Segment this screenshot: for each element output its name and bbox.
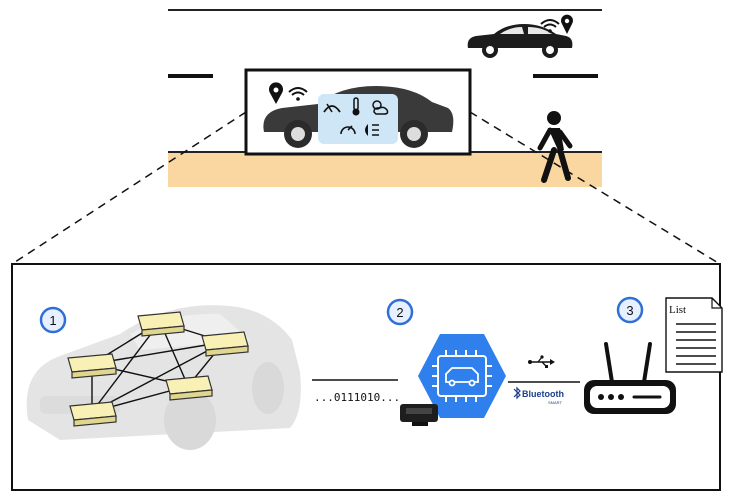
zoom-line-right bbox=[469, 111, 721, 265]
bluetooth-logo: Bluetooth SMART bbox=[513, 386, 564, 405]
obd-connector-icon bbox=[400, 404, 438, 426]
list-document-icon: List bbox=[665, 297, 723, 373]
step-badge-number: 2 bbox=[396, 305, 403, 320]
speedometer-icon bbox=[340, 125, 356, 135]
wifi-icon bbox=[540, 19, 560, 33]
detail-panel bbox=[11, 263, 721, 491]
vehicle-ecu-network bbox=[26, 305, 301, 450]
ecu-node bbox=[165, 375, 213, 401]
thermometer-icon bbox=[352, 97, 360, 116]
zoom-line-left bbox=[11, 111, 247, 265]
list-label: List bbox=[669, 304, 686, 316]
step-badge-number: 1 bbox=[49, 313, 56, 328]
bluetooth-sublabel: SMART bbox=[548, 400, 562, 405]
bluetooth-label: Bluetooth bbox=[522, 389, 564, 399]
router-icon bbox=[584, 342, 676, 414]
step-badge-2: 2 bbox=[386, 298, 414, 326]
pedestrian-icon bbox=[537, 111, 573, 183]
sidewalk bbox=[168, 153, 602, 187]
usb-icon bbox=[528, 355, 555, 368]
dashboard-panel bbox=[318, 94, 398, 144]
wifi-icon bbox=[288, 87, 308, 101]
step-badge-number: 3 bbox=[626, 303, 633, 318]
step-badge-1: 1 bbox=[39, 306, 67, 334]
wiper-icon bbox=[323, 103, 341, 113]
ecu-node bbox=[201, 331, 249, 357]
focus-car-icon bbox=[263, 86, 454, 148]
location-pin-icon bbox=[269, 82, 283, 104]
chip-hexagon bbox=[418, 334, 506, 418]
ecu-node bbox=[137, 311, 185, 337]
car-icon bbox=[445, 367, 479, 387]
bluetooth-icon bbox=[513, 386, 521, 400]
obd-dongle-chip bbox=[400, 334, 506, 426]
headlight-icon bbox=[365, 124, 379, 136]
weather-icon bbox=[372, 100, 389, 115]
location-pin-icon bbox=[561, 14, 573, 34]
remote-connected-car-icon bbox=[467, 24, 573, 58]
bitstream-text: ...0111010... bbox=[314, 391, 400, 404]
ecu-node bbox=[67, 353, 117, 379]
step-badge-3: 3 bbox=[616, 296, 644, 324]
ecu-node bbox=[69, 401, 117, 427]
ecu-nodes bbox=[67, 311, 249, 427]
